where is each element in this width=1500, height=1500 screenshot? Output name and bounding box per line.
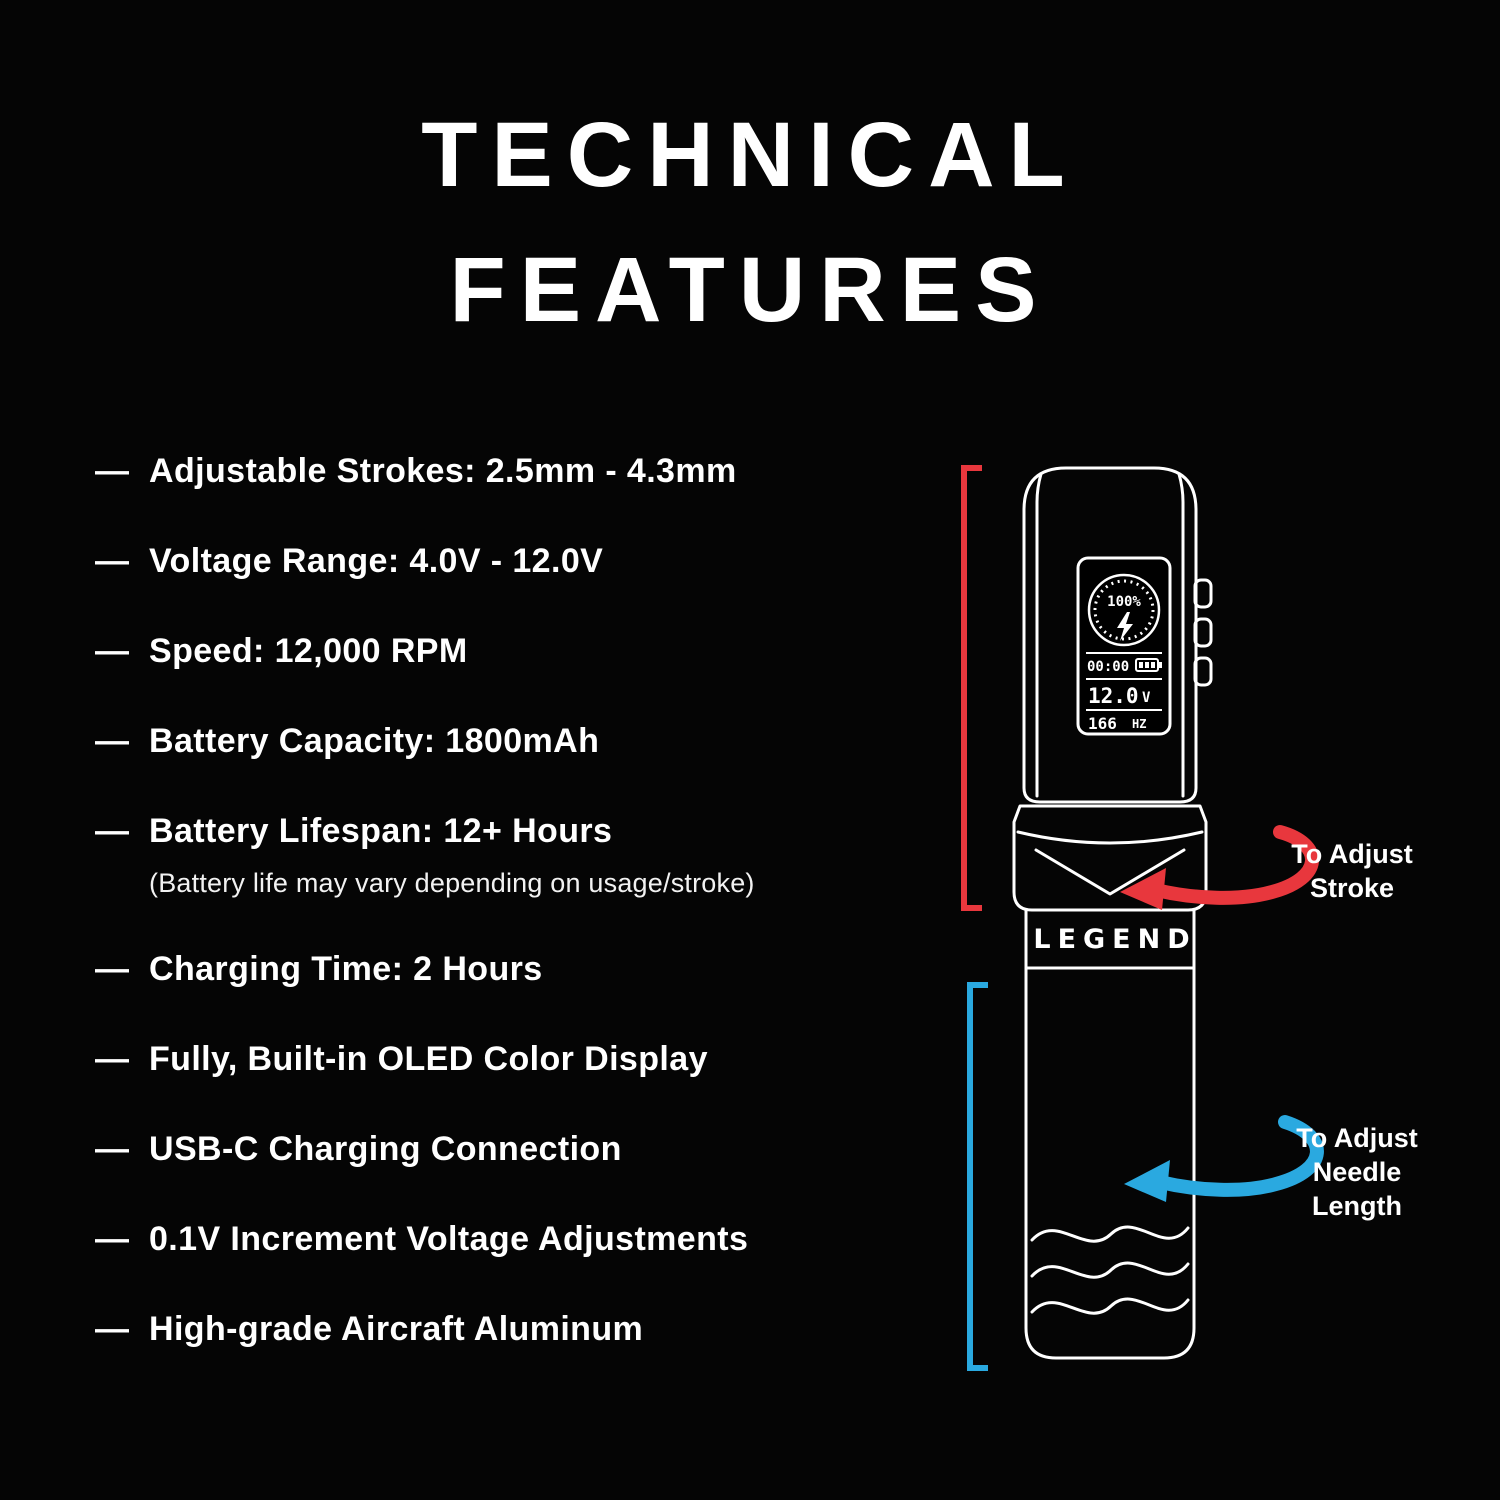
device-button	[1193, 617, 1213, 648]
page-title-line2: FEATURES	[449, 239, 1051, 342]
bullet-dash: —	[95, 1040, 130, 1078]
battery-gauge	[1087, 573, 1161, 647]
feature-text: USB-C Charging Connection	[149, 1130, 622, 1168]
stroke-section-bracket	[961, 465, 982, 911]
feature-text: Voltage Range: 4.0V - 12.0V	[149, 542, 604, 580]
needle-annotation-line1: To Adjust	[1296, 1123, 1418, 1153]
bullet-dash: —	[95, 1310, 130, 1348]
feature-text: Adjustable Strokes: 2.5mm - 4.3mm	[149, 452, 737, 490]
needle-section-bracket	[967, 982, 988, 1371]
voltage-readout: 12.0	[1088, 684, 1139, 708]
feature-item: — 0.1V Increment Voltage Adjustments	[95, 1220, 925, 1259]
frequency-unit: HZ	[1132, 717, 1146, 731]
needle-annotation: To Adjust Needle Length	[1272, 1122, 1442, 1223]
feature-item: — Battery Capacity: 1800mAh	[95, 722, 925, 761]
bullet-dash: —	[95, 452, 130, 490]
feature-item: — USB-C Charging Connection	[95, 1130, 925, 1169]
pen-illustration: 100% 00:00 12.0 V 166 HZ LEGEND	[961, 465, 1324, 1371]
feature-text: Fully, Built-in OLED Color Display	[149, 1040, 708, 1078]
feature-item: — Speed: 12,000 RPM	[95, 632, 925, 671]
frequency-readout: 166	[1088, 714, 1117, 733]
bullet-dash: —	[95, 722, 130, 760]
feature-list: — Adjustable Strokes: 2.5mm - 4.3mm — Vo…	[95, 452, 925, 1349]
feature-item: — Voltage Range: 4.0V - 12.0V	[95, 542, 925, 581]
stroke-annotation-line2: Stroke	[1309, 872, 1395, 903]
bullet-dash: —	[95, 632, 130, 670]
voltage-unit: V	[1142, 690, 1151, 706]
feature-item: — Charging Time: 2 Hours	[95, 950, 925, 989]
stroke-annotation-line1: To Adjust	[1291, 839, 1413, 869]
page-title-line1: TECHNICAL	[421, 104, 1079, 206]
feature-text: Charging Time: 2 Hours	[149, 950, 543, 988]
needle-annotation-line3: Length	[1312, 1190, 1402, 1221]
battery-icon	[1135, 658, 1162, 672]
pen-body-outline	[1012, 466, 1213, 1360]
needle-annotation-line2: Needle	[1312, 1156, 1402, 1187]
bullet-dash: —	[95, 542, 130, 580]
feature-text: Battery Lifespan: 12+ Hours	[149, 812, 613, 850]
bullet-dash: —	[95, 1220, 130, 1258]
feature-item: — Adjustable Strokes: 2.5mm - 4.3mm	[95, 452, 925, 491]
feature-note: (Battery life may vary depending on usag…	[149, 868, 755, 898]
oled-display: 100% 00:00 12.0 V 166 HZ	[1076, 556, 1172, 736]
needle-adjust-arrow-icon	[1124, 1115, 1324, 1202]
grip-body	[1024, 908, 1196, 1360]
bolt-icon	[1117, 612, 1133, 641]
feature-text: Battery Capacity: 1800mAh	[149, 722, 600, 760]
bullet-dash: —	[95, 1130, 130, 1168]
feature-item: — High-grade Aircraft Aluminum	[95, 1310, 925, 1349]
device-button	[1193, 578, 1213, 609]
page-title: TECHNICAL FEATURES	[0, 88, 1500, 358]
brand-label: LEGEND	[1033, 924, 1196, 955]
bullet-dash: —	[95, 950, 130, 988]
stroke-annotation: To Adjust Stroke	[1272, 838, 1432, 906]
feature-text: High-grade Aircraft Aluminum	[149, 1310, 644, 1348]
battery-percent-readout: 100%	[1107, 594, 1141, 610]
feature-text: Speed: 12,000 RPM	[149, 632, 468, 670]
feature-item: — Fully, Built-in OLED Color Display	[95, 1040, 925, 1079]
stroke-adjust-arrow-icon	[1120, 825, 1319, 910]
bullet-dash: —	[95, 812, 130, 850]
timer-readout: 00:00	[1087, 659, 1129, 675]
feature-text: 0.1V Increment Voltage Adjustments	[149, 1220, 749, 1258]
device-button	[1193, 656, 1213, 687]
feature-item: — Battery Lifespan: 12+ Hours (Battery l…	[95, 812, 925, 899]
